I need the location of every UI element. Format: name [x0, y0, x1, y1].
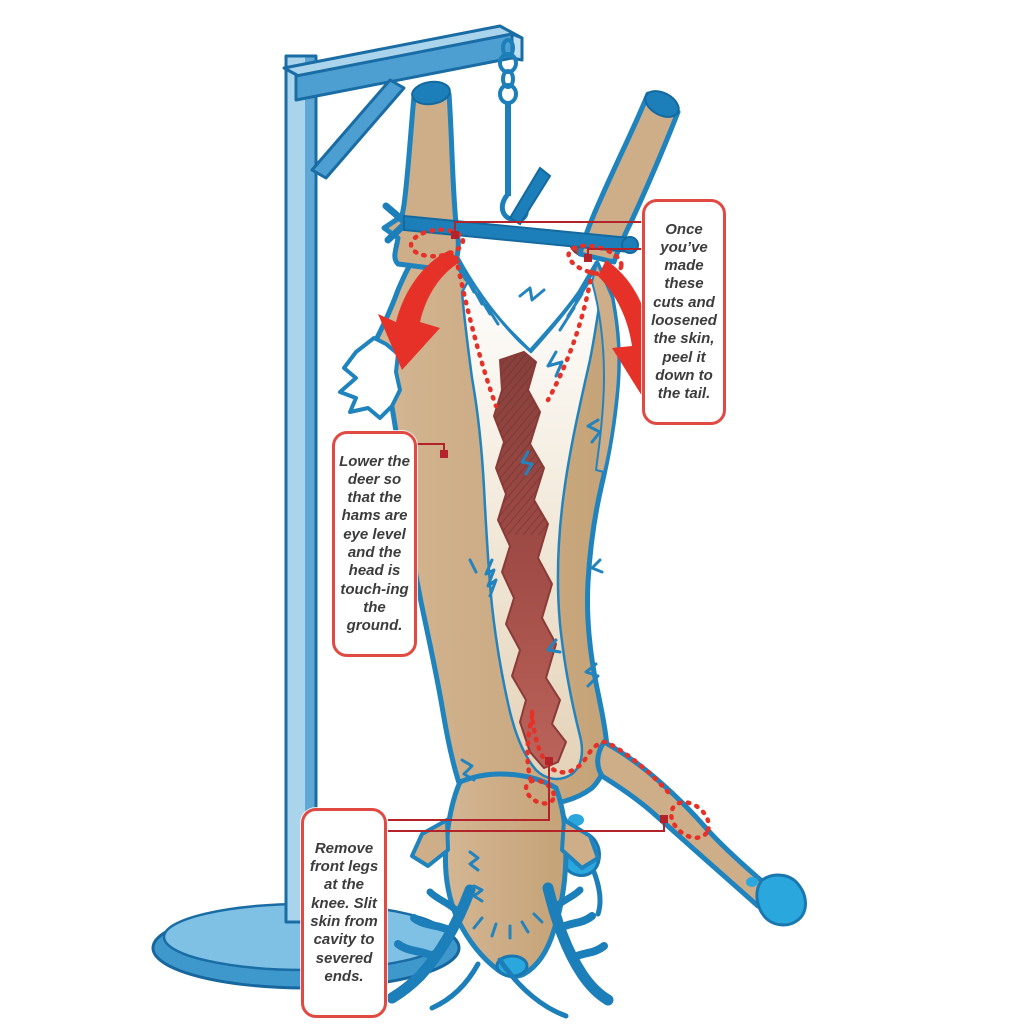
dew-claw-right-a [746, 877, 758, 887]
hind-leg-right [577, 91, 681, 265]
front-leg-left-shank [591, 869, 603, 917]
callout-peel-skin: Once you’ve made these cuts and loosened… [642, 199, 726, 425]
cut-line-left-leg [453, 255, 499, 409]
stand-beam [282, 24, 524, 102]
hoist-chain [498, 38, 529, 223]
callout-peel-skin-text: Once you’ve made these cuts and loosened… [651, 220, 717, 403]
cut-lines [408, 227, 712, 840]
dew-claw-right-b [765, 884, 775, 892]
stand-brace [310, 78, 406, 180]
cut-line-cavity [529, 709, 671, 795]
peeled-skin-flap [338, 336, 402, 420]
leader-dots [440, 231, 668, 823]
ear-left [410, 818, 450, 868]
cut-line-to-left-knee [525, 713, 535, 787]
front-leg-right [595, 739, 775, 909]
cut-ring-hock-left [408, 227, 466, 259]
fur-detail-lines [456, 266, 604, 940]
callout-remove-front-legs: Remove front legs at the knee. Slit skin… [301, 808, 387, 1018]
deer-head [443, 771, 569, 979]
gambrel-hook-spike [508, 166, 552, 226]
front-hoof-right [755, 873, 807, 927]
deer-carcass [338, 80, 807, 1019]
leader-lines [388, 221, 668, 832]
stand-post [284, 54, 318, 924]
cut-line-right-leg [545, 269, 595, 403]
hind-leg-left [381, 91, 461, 271]
cut-ring-hock-right [566, 243, 624, 277]
hind-leg-right-stump [644, 90, 680, 118]
callout-remove-front-legs-text: Remove front legs at the knee. Slit skin… [309, 839, 379, 985]
callout-lower-deer-text: Lower the deer so that the hams are eye … [339, 452, 410, 635]
callout-lower-deer: Lower the deer so that the hams are eye … [332, 431, 417, 657]
hind-leg-left-stump [411, 80, 451, 106]
peel-arrow-left-icon [378, 250, 460, 370]
cut-ring-knee-right [668, 800, 712, 840]
cut-ring-knee-left [523, 778, 557, 806]
antlers [386, 882, 614, 1019]
